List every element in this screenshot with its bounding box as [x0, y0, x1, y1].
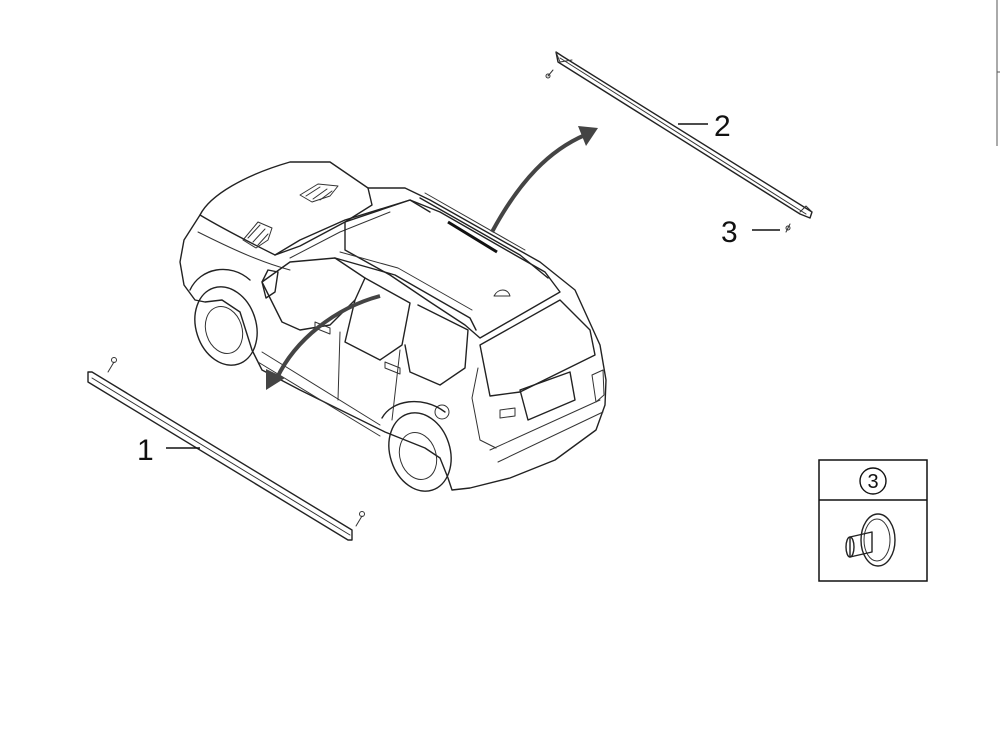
clip-small-icon: [785, 223, 791, 233]
arrow-to-side-part-icon: [266, 294, 381, 390]
clip-fastener-icon: [845, 513, 896, 567]
detail-box-label: 3: [867, 471, 878, 493]
roof-molding-part-icon: [545, 51, 813, 219]
callout-3: 3: [721, 216, 738, 249]
side-molding-part-icon: [87, 357, 365, 541]
callout-1: 1: [137, 434, 154, 467]
callout-2: 2: [714, 110, 731, 143]
suv-illustration-icon: [179, 161, 607, 492]
arrow-to-roof-part-icon: [490, 126, 598, 233]
